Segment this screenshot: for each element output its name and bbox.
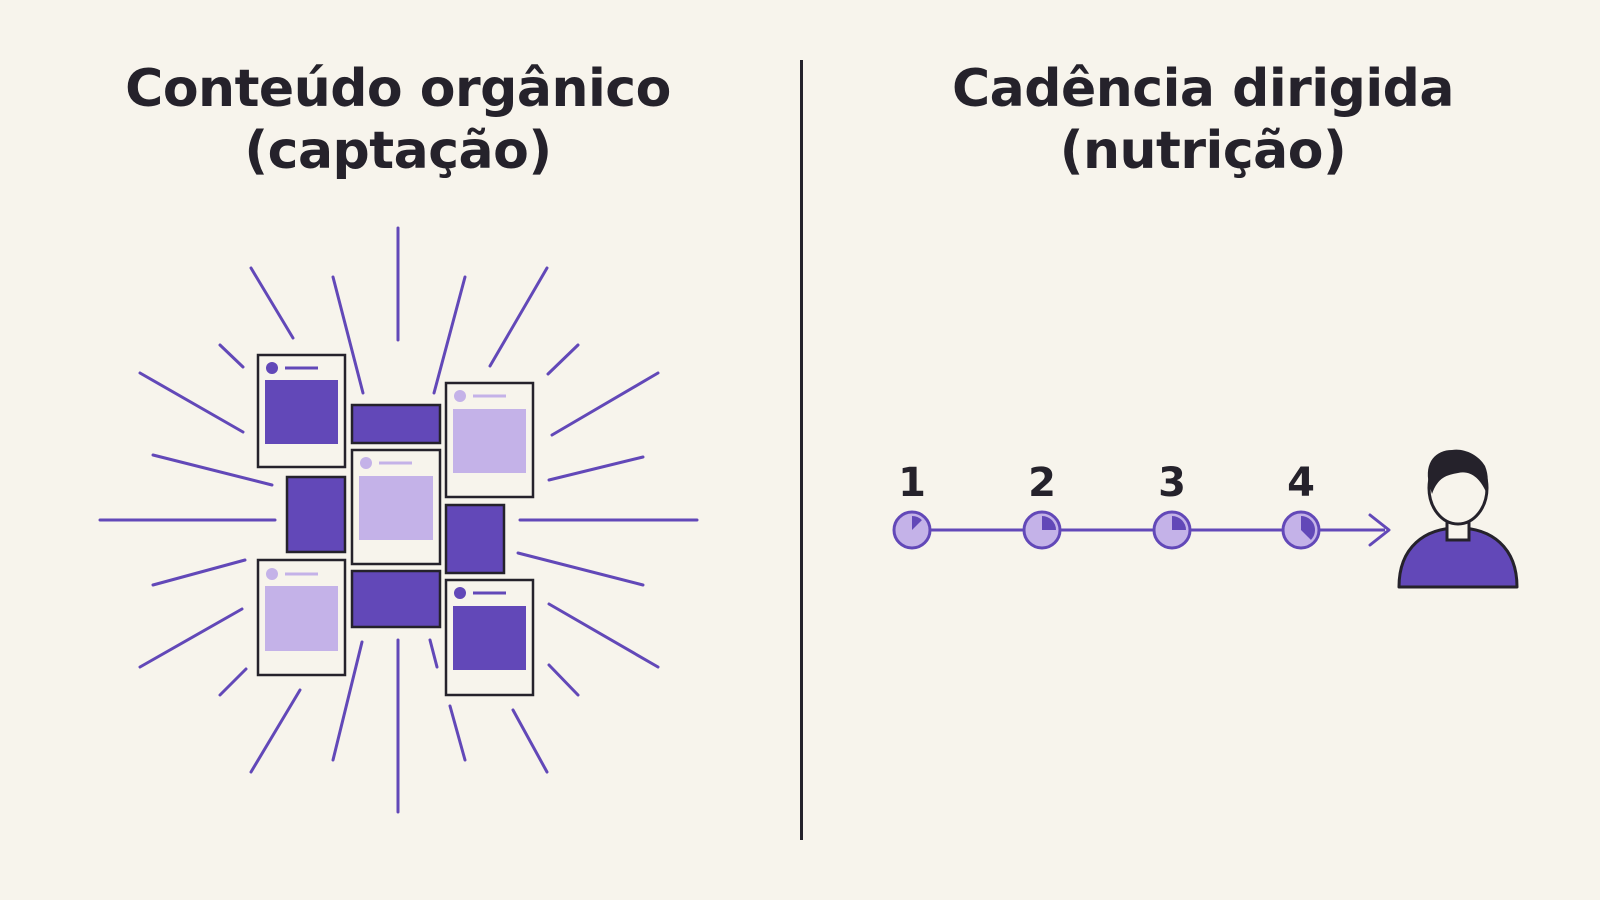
step-number: 4 [1287,460,1315,506]
panel-divider [800,60,803,840]
arrow-head-icon [1368,513,1391,547]
right-title-line2: (nutrição) [1059,121,1347,181]
post-card [256,558,347,677]
left-panel-title: Conteúdo orgânico (captação) [48,58,748,182]
left-title-line1: Conteúdo orgânico [125,59,671,119]
step-number: 2 [1028,460,1056,506]
post-card [444,381,535,499]
left-title-line2: (captação) [244,121,552,181]
avatar-dot [266,362,278,374]
post-card [444,578,535,697]
timeline-step: 4 [1281,460,1321,550]
step-progress-wedge [1172,516,1186,530]
timeline-step: 1 [892,460,932,550]
timeline-step: 2 [1022,460,1062,550]
step-number: 1 [898,460,926,506]
timeline-step: 3 [1152,460,1192,550]
step-progress-wedge [912,516,922,530]
step-number: 3 [1158,460,1186,506]
person-icon [1397,449,1519,589]
timeline-steps: 1 2 3 4 [892,460,1321,550]
content-block [350,569,442,629]
content-block [350,403,442,445]
post-card [256,353,347,469]
right-title-line1: Cadência dirigida [952,59,1454,119]
radiating-lines [98,226,699,814]
step-progress-wedge [1301,516,1316,540]
right-panel-title: Cadência dirigida (nutrição) [853,58,1553,182]
content-cards [256,353,535,697]
step-progress-wedge [1042,516,1056,530]
content-block [285,475,347,554]
post-card [350,448,442,566]
cadence-timeline: 1 2 3 4 [892,460,1391,550]
content-block [444,503,506,575]
